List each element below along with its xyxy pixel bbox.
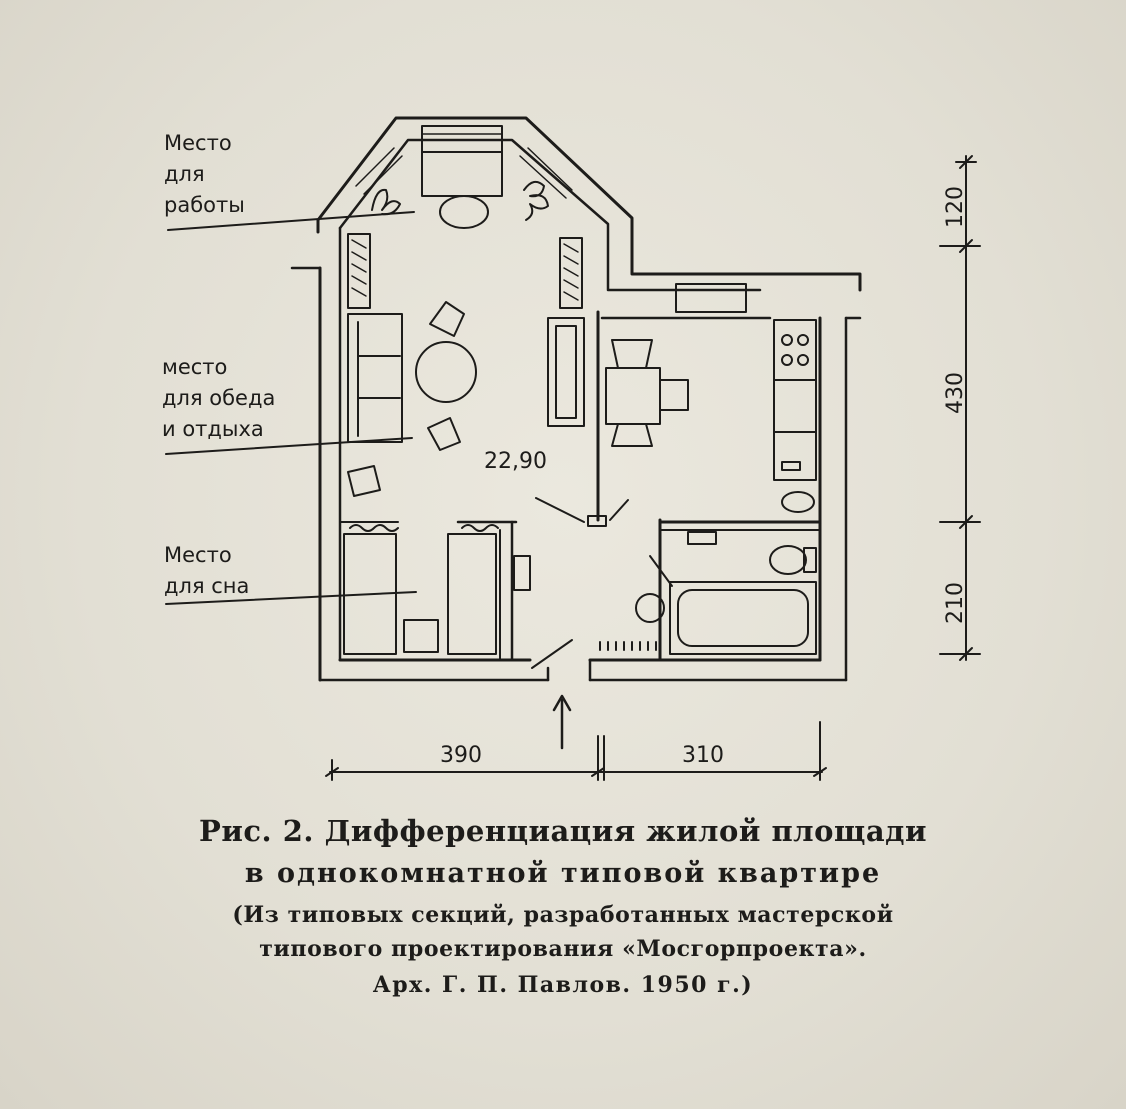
interior-walls bbox=[339, 310, 822, 750]
figure-caption-source-2: типового проектирования «Мосгорпроекта». bbox=[259, 936, 867, 962]
label-sleep-area: Место для сна bbox=[164, 543, 250, 598]
dimension-right-bottom: 210 bbox=[943, 582, 968, 624]
figure-caption-source-1: (Из типовых секций, разработанных мастер… bbox=[232, 902, 894, 928]
dimension-bottom-right: 310 bbox=[682, 743, 724, 768]
dimension-bottom-left: 390 bbox=[440, 743, 482, 768]
label-dining-area: место для обеда и отдыха bbox=[162, 355, 276, 441]
floor-plan: 22,90 390 310 120 430 210 bbox=[165, 116, 981, 781]
dimension-lines bbox=[325, 155, 981, 781]
dimension-right-top: 120 bbox=[943, 186, 968, 228]
room-area-label: 22,90 bbox=[484, 449, 547, 474]
furniture bbox=[343, 151, 817, 655]
figure-caption-subtitle: в однокомнатной типовой квартире bbox=[244, 858, 882, 889]
figure-caption-title: Рис. 2. Дифференциация жилой площади bbox=[199, 814, 927, 848]
dimension-right-middle: 430 bbox=[943, 372, 968, 414]
label-leaders bbox=[165, 211, 417, 605]
figure-caption-author: Арх. Г. П. Павлов. 1950 г.) bbox=[372, 972, 754, 998]
label-work-area: Место для работы bbox=[164, 131, 245, 217]
exterior-walls bbox=[290, 116, 862, 682]
